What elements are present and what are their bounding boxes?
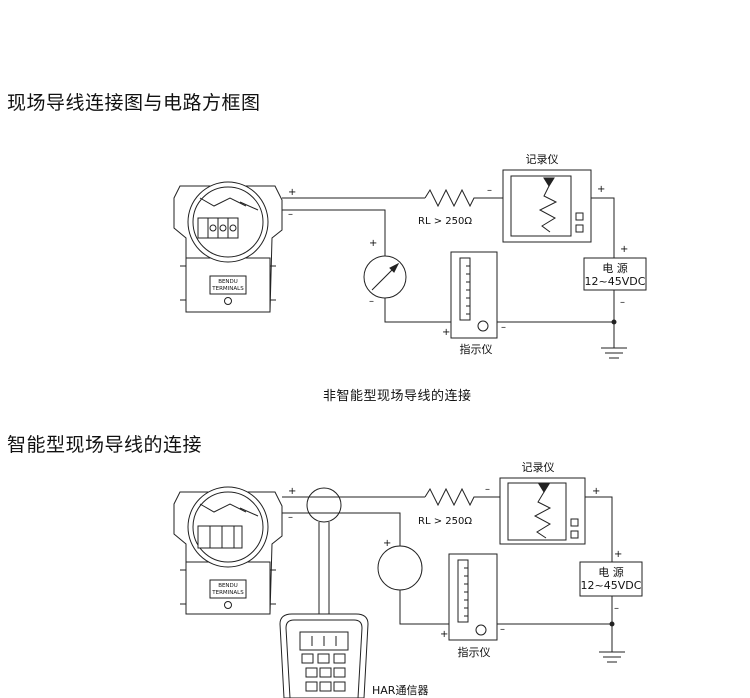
transmitter-1-label-b: TERMINALS — [211, 286, 244, 292]
plus-sign: + — [592, 486, 600, 497]
minus-sign: – — [500, 624, 505, 635]
plus-sign: + — [614, 549, 622, 560]
plus-sign: + — [288, 187, 296, 198]
plus-sign: + — [440, 629, 448, 640]
indicator-2-label: 指示仪 — [458, 645, 491, 659]
power-supply-1 — [583, 257, 647, 291]
wire-1-indicator-to-ground — [497, 290, 615, 323]
recorder-1-label: 记录仪 — [526, 153, 559, 166]
minus-sign: – — [614, 603, 619, 614]
power-supply-1-label-a: 电 源 — [602, 261, 628, 275]
hart-communicator-label: HAR通信器 — [372, 684, 428, 697]
transmitter-1-label-a: BENDU — [218, 279, 238, 285]
plus-sign: + — [442, 327, 450, 338]
wire-1-gauge-top — [282, 209, 386, 256]
transmitter-2-label-a: BENDU — [218, 583, 238, 589]
plus-sign: + — [288, 486, 296, 497]
transmitter-2-label-b: TERMINALS — [211, 590, 244, 596]
indicator-2 — [448, 553, 498, 641]
plus-sign: + — [620, 244, 628, 255]
minus-sign: – — [485, 484, 490, 495]
power-supply-1-label-b: 12~45VDC — [585, 275, 646, 288]
recorder-2-label: 记录仪 — [522, 461, 555, 474]
wire-1-recorder-to-power — [591, 197, 615, 258]
recorder-2 — [499, 477, 586, 545]
meter-2 — [377, 545, 423, 591]
indicator-1-label: 指示仪 — [460, 342, 493, 356]
resistor-1-label: RL > 250Ω — [418, 216, 472, 227]
indicator-1 — [450, 251, 498, 339]
transmitter-1 — [173, 181, 283, 313]
plus-sign: + — [383, 538, 391, 549]
minus-sign: – — [501, 322, 506, 333]
power-supply-2-label-b: 12~45VDC — [581, 579, 642, 592]
transmitter-2 — [173, 486, 283, 615]
power-supply-2-label-a: 电 源 — [598, 565, 624, 579]
wire-2-recorder-to-power — [585, 496, 613, 562]
wire-1-gauge-bottom — [384, 298, 451, 323]
analog-meter-1 — [363, 255, 407, 299]
minus-sign: – — [487, 185, 492, 196]
ground-1 — [601, 322, 627, 359]
minus-sign: – — [620, 297, 625, 308]
wire-2-indicator-to-ground — [497, 596, 613, 625]
minus-sign: – — [288, 512, 293, 523]
section2-heading: 智能型现场导线的连接 — [7, 434, 203, 456]
diagram-smart-wiring: BENDU TERMINALS — [173, 461, 643, 698]
power-supply-2 — [579, 561, 643, 597]
diagram-non-smart-wiring: BENDU TERMINALS — [173, 153, 647, 359]
ground-2 — [599, 624, 625, 663]
section1-heading: 现场导线连接图与电路方框图 — [7, 92, 261, 114]
hart-cable — [318, 522, 330, 618]
resistor-1 — [424, 188, 503, 208]
resistor-2-label: RL > 250Ω — [418, 516, 472, 527]
hart-clamp — [306, 487, 342, 523]
recorder-1 — [502, 169, 592, 243]
minus-sign: – — [288, 209, 293, 220]
plus-sign: + — [597, 184, 605, 195]
minus-sign: – — [369, 296, 374, 307]
section1-caption: 非智能型现场导线的连接 — [323, 389, 472, 404]
hart-communicator — [279, 613, 369, 698]
plus-sign: + — [369, 238, 377, 249]
wire-2-gauge-bottom — [399, 589, 449, 625]
resistor-2 — [424, 487, 500, 507]
